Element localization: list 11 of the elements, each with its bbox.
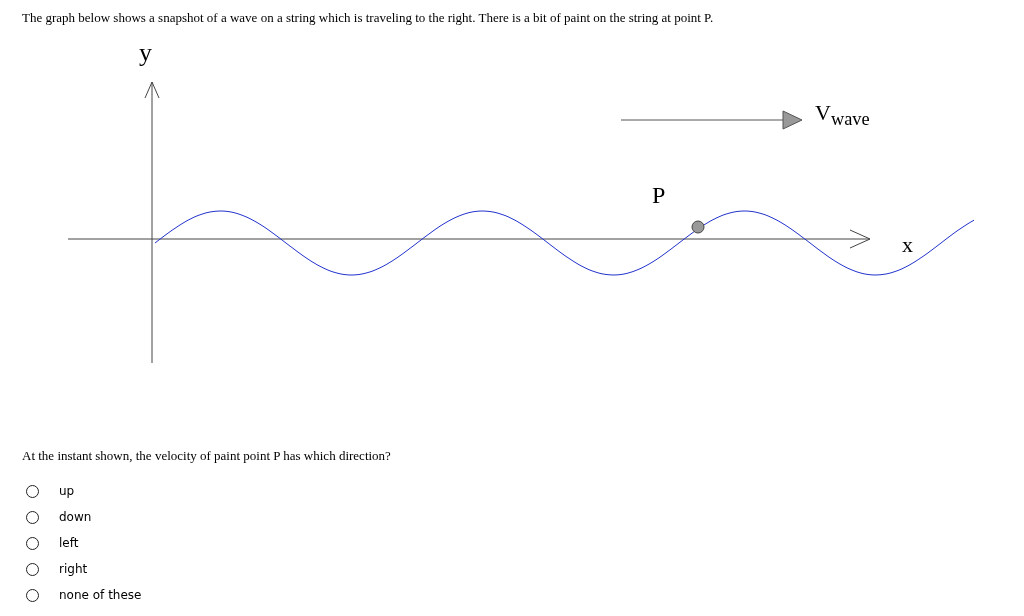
option-text: left [59, 536, 79, 550]
question-text: The graph below shows a snapshot of a wave on a string which is traveling to the right. There is a bit of paint on the string at point P. [22, 10, 714, 26]
velocity-label: V$_{wave}$ [815, 100, 870, 131]
option-text: down [59, 510, 92, 524]
axis-label: y [139, 38, 152, 68]
point-label: P [652, 182, 666, 209]
question-text: At the instant shown, the velocity of paint point P has which direction? [22, 448, 391, 464]
axis-label: x [902, 232, 913, 258]
option-text: right [59, 562, 88, 576]
option-text: none of these [59, 588, 142, 602]
option-text: up [59, 484, 75, 498]
